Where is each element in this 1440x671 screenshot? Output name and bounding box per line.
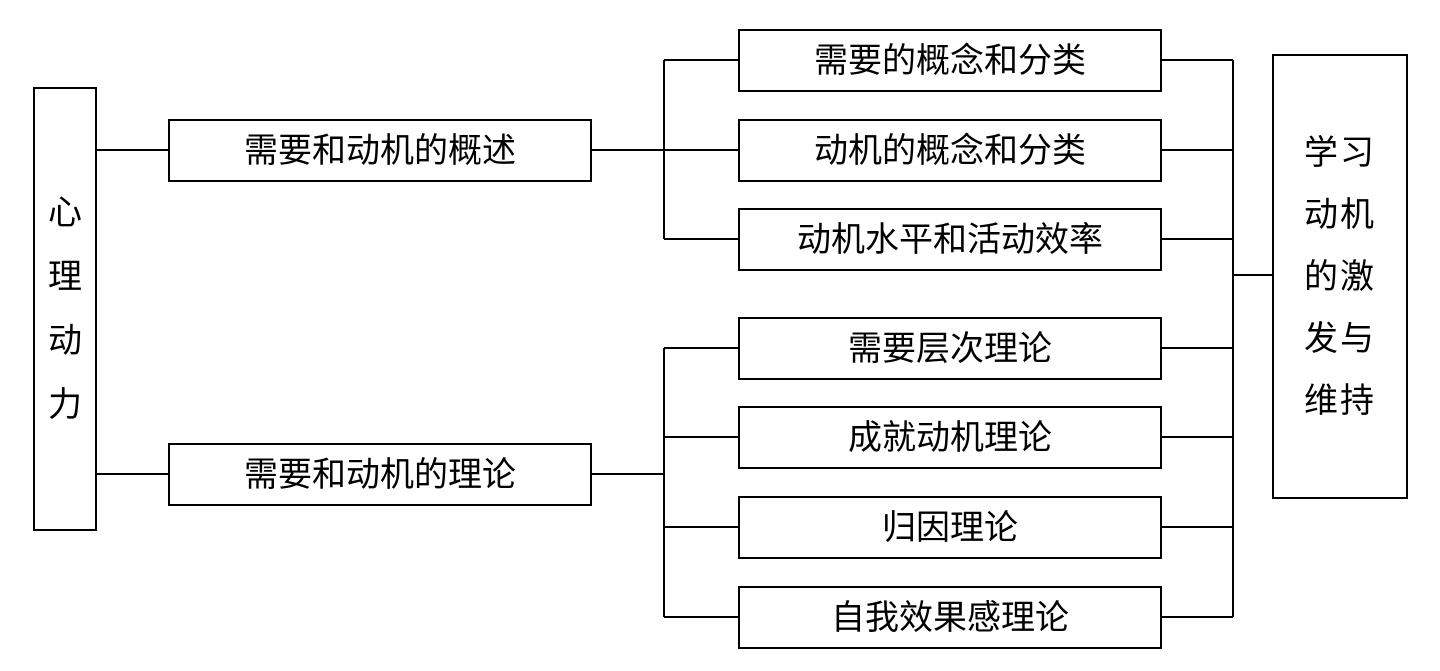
target-line-3: 的激 [1304, 256, 1376, 297]
target-line-5: 维持 [1304, 380, 1376, 421]
target-line-2: 动机 [1304, 194, 1376, 235]
branch-node-overview: 需要和动机的概述 [168, 119, 592, 182]
leaf-node-attribution-theory: 归因理论 [738, 496, 1162, 559]
leaf-node-need-concept: 需要的概念和分类 [738, 29, 1162, 92]
root-char-2: 理 [48, 257, 82, 297]
root-char-1: 心 [48, 193, 82, 233]
leaf-node-self-efficacy-theory: 自我效果感理论 [738, 586, 1162, 649]
leaf-node-hierarchy-theory: 需要层次理论 [738, 317, 1162, 380]
target-line-1: 学习 [1304, 132, 1376, 173]
leaf-node-achievement-theory: 成就动机理论 [738, 406, 1162, 469]
target-node: 学习 动机 的激 发与 维持 [1272, 54, 1408, 499]
root-char-4: 力 [48, 385, 82, 425]
root-char-3: 动 [48, 321, 82, 361]
leaf-node-motive-level: 动机水平和活动效率 [738, 208, 1162, 271]
leaf-node-motive-concept: 动机的概念和分类 [738, 119, 1162, 182]
target-line-4: 发与 [1304, 318, 1376, 359]
root-node: 心 理 动 力 [33, 87, 97, 531]
branch-node-theories: 需要和动机的理论 [168, 443, 592, 506]
